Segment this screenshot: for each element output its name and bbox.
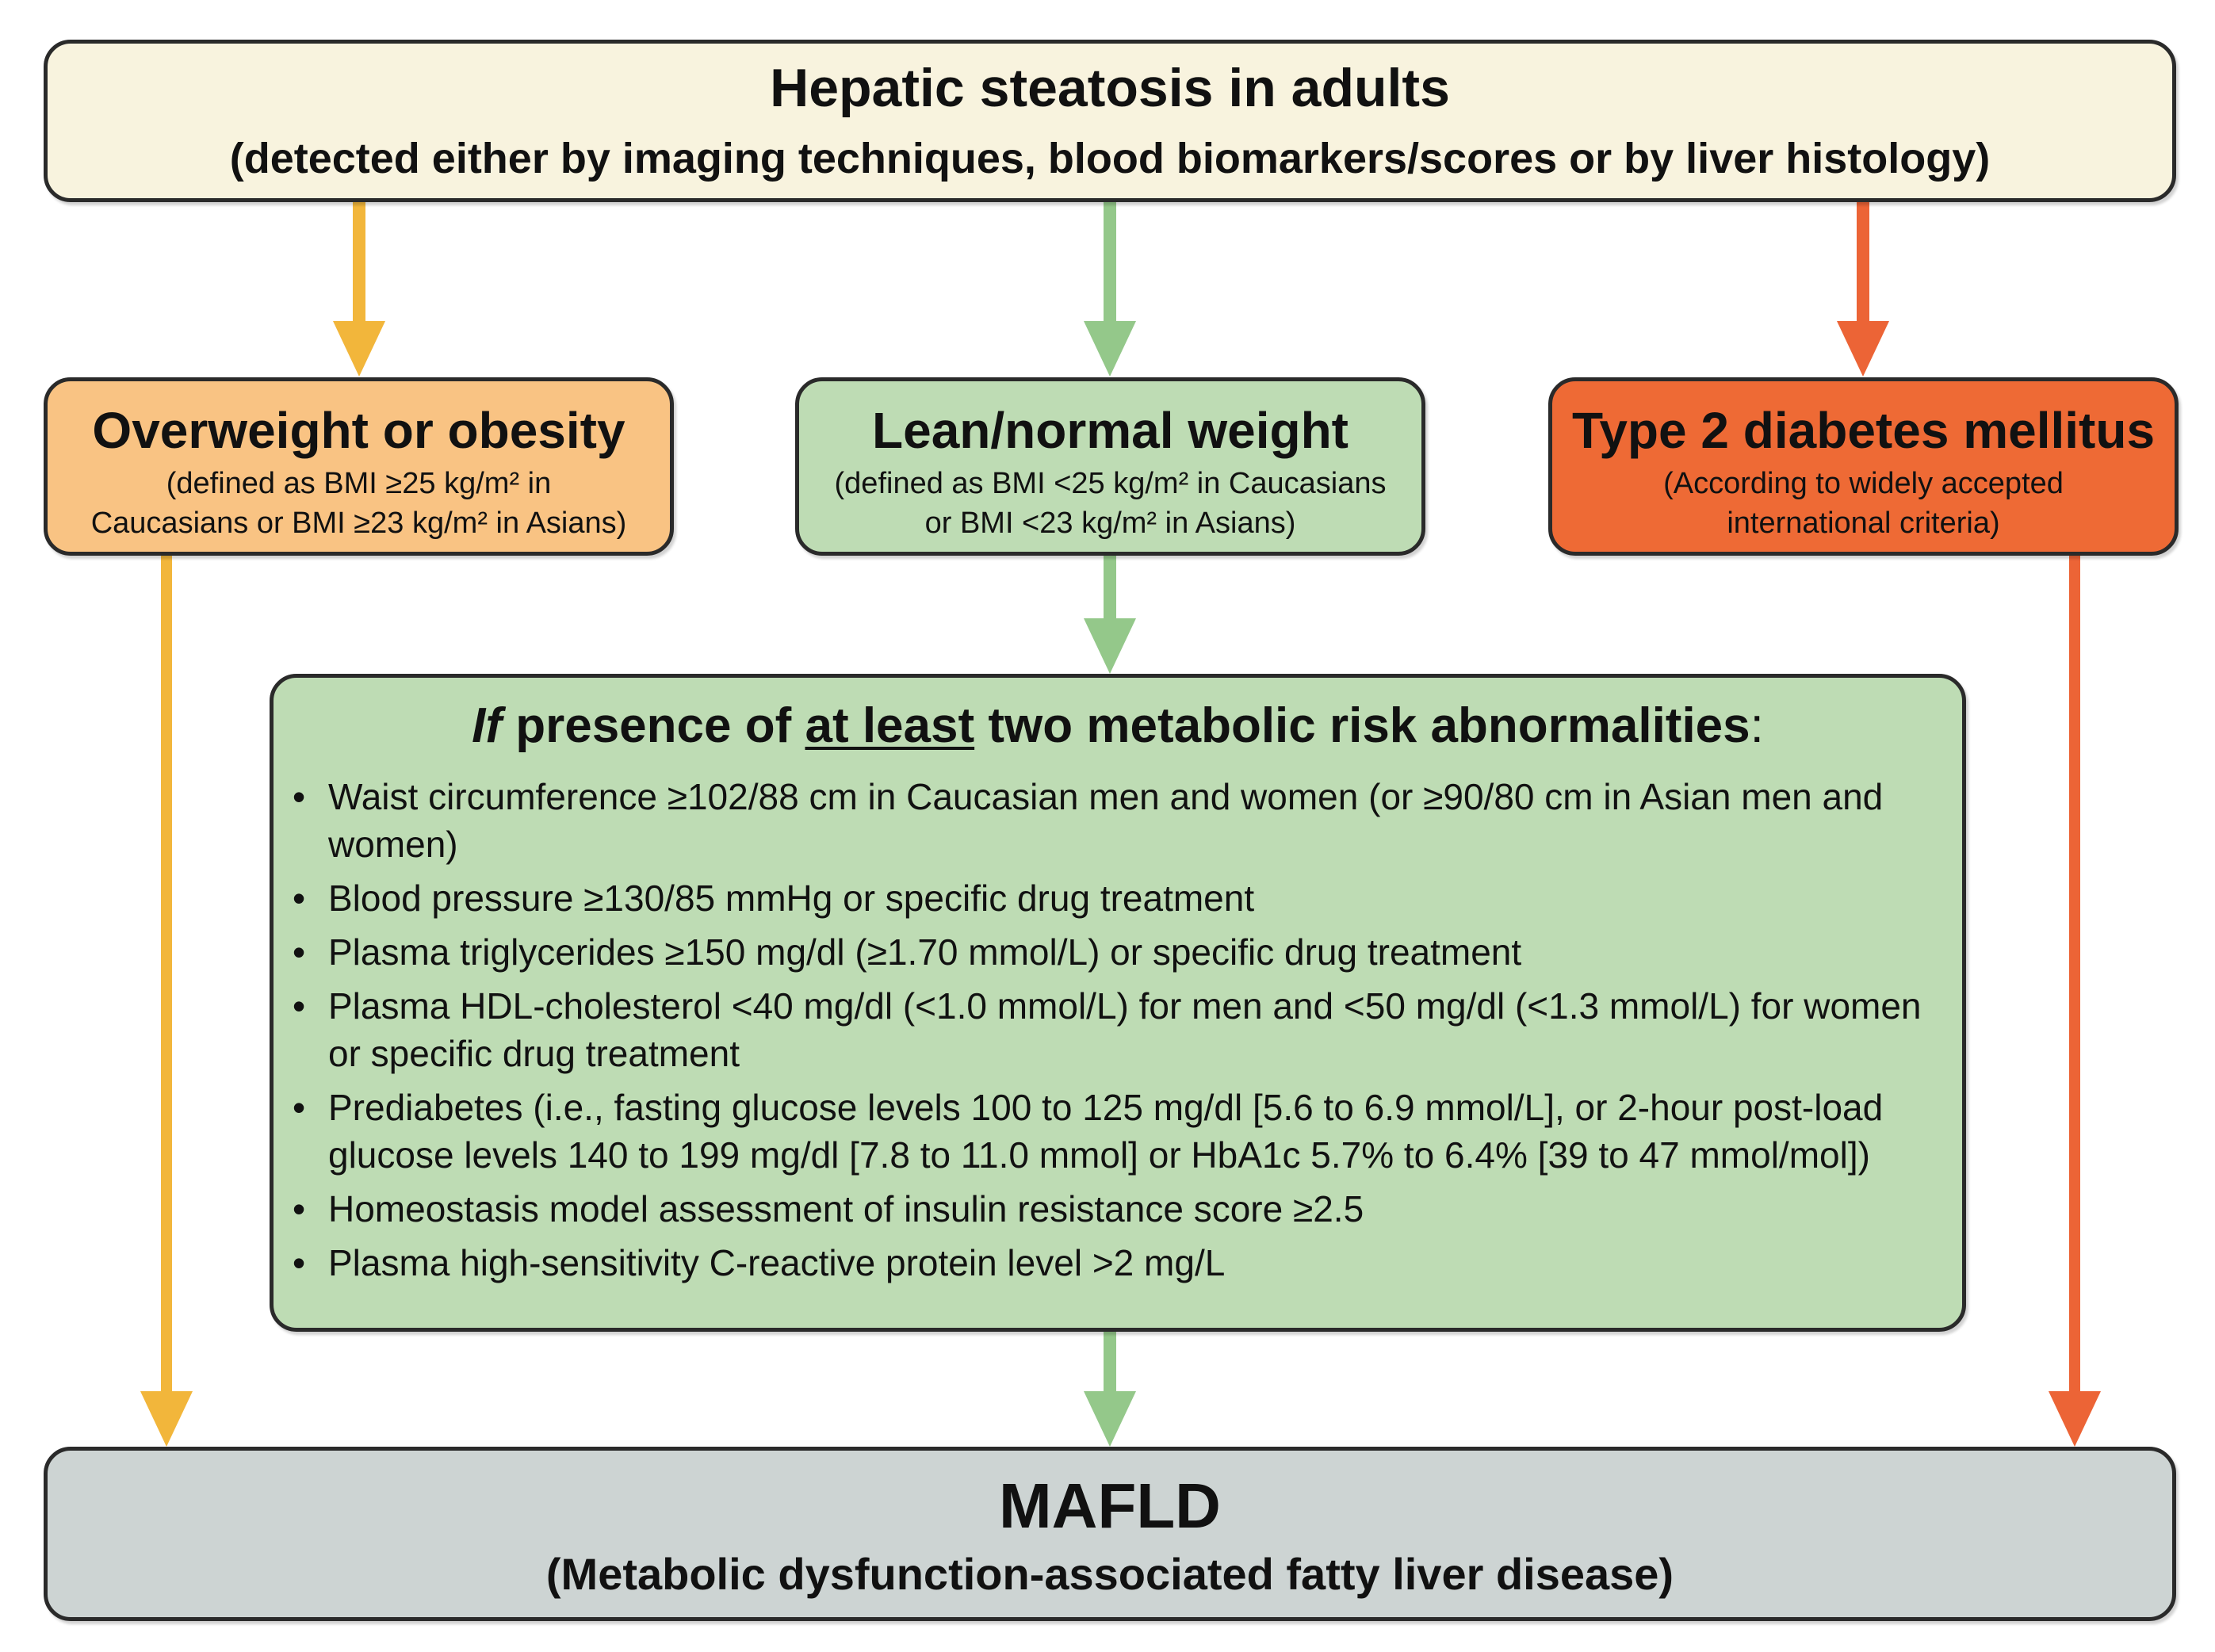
arrowhead-mafld-overweight [140, 1391, 193, 1447]
arrowhead-mafld-diabetes [2049, 1391, 2101, 1447]
criteria-item: • Plasma triglycerides ≥150 mg/dl (≥1.70 … [285, 928, 1938, 976]
metabolic-criteria-box: If presence of at least two metabolic ri… [270, 674, 1966, 1332]
arrowhead-mafld-lean [1084, 1391, 1136, 1447]
bullet-icon: • [293, 1087, 306, 1128]
diabetes-title: Type 2 diabetes mellitus [1571, 402, 2156, 459]
criteria-item: • Homeostasis model assessment of insulin… [285, 1185, 1938, 1233]
lean-normal-weight-box: Lean/normal weight (defined as BMI <25 k… [795, 377, 1425, 556]
criteria-list: • Waist circumference ≥102/88 cm in Cauca… [285, 773, 1938, 1293]
hepatic-steatosis-box: Hepatic steatosis in adults (detected ei… [44, 40, 2176, 202]
lean-title: Lean/normal weight [872, 402, 1349, 459]
arrowhead-criteria [1084, 618, 1136, 674]
overweight-definition-line2: Caucasians or BMI ≥23 kg/m² in Asians) [90, 507, 627, 540]
lean-definition-line1: (defined as BMI <25 kg/m² in Caucasians [834, 467, 1387, 500]
diabetes-definition-line2: international criteria) [1727, 507, 2000, 540]
criteria-title-at-least: at least [805, 698, 975, 753]
arrowhead-diabetes [1837, 321, 1889, 377]
bullet-icon: • [293, 931, 306, 973]
type2-diabetes-box: Type 2 diabetes mellitus (According to w… [1548, 377, 2179, 556]
mafld-box: MAFLD (Metabolic dysfunction-associated … [44, 1447, 2176, 1621]
criteria-title-mid: presence of [501, 698, 805, 753]
criteria-item: • Plasma HDL-cholesterol <40 mg/dl (<1.0 … [285, 982, 1938, 1077]
criteria-item: • Plasma high-sensitivity C-reactive prot… [285, 1239, 1938, 1287]
criteria-item-text: Plasma HDL-cholesterol <40 mg/dl (<1.0 m… [328, 985, 1922, 1074]
criteria-title-colon: : [1750, 698, 1764, 753]
overweight-definition-line1: (defined as BMI ≥25 kg/m² in [166, 467, 552, 500]
overweight-title: Overweight or obesity [92, 402, 625, 459]
criteria-item: • Waist circumference ≥102/88 cm in Cauca… [285, 773, 1938, 868]
criteria-title: If presence of at least two metabolic ri… [274, 702, 1962, 751]
mafld-title: MAFLD [999, 1470, 1221, 1541]
diabetes-definition-line1: (According to widely accepted [1663, 467, 2064, 500]
hepatic-steatosis-subtitle: (detected either by imaging techniques, … [229, 135, 1991, 182]
criteria-title-if: If [472, 698, 502, 753]
criteria-item-text: Plasma high-sensitivity C-reactive prote… [328, 1242, 1226, 1283]
overweight-definition: (defined as BMI ≥25 kg/m² in Caucasians … [63, 464, 654, 543]
arrowhead-lean [1084, 321, 1136, 377]
criteria-item-text: Plasma triglycerides ≥150 mg/dl (≥1.70 m… [328, 931, 1522, 973]
criteria-title-end: two metabolic risk abnormalities [974, 698, 1750, 753]
bullet-icon: • [293, 985, 306, 1027]
criteria-item-text: Prediabetes (i.e., fasting glucose level… [328, 1087, 1884, 1176]
arrowhead-overweight [333, 321, 385, 377]
bullet-icon: • [293, 1188, 306, 1229]
criteria-item: • Blood pressure ≥130/85 mmHg or specific… [285, 874, 1938, 922]
bullet-icon: • [293, 878, 306, 919]
diabetes-definition: (According to widely accepted internatio… [1568, 464, 2159, 543]
lean-definition-line2: or BMI <23 kg/m² in Asians) [924, 507, 1296, 540]
criteria-item-text: Blood pressure ≥130/85 mmHg or specific … [328, 878, 1255, 919]
mafld-subtitle: (Metabolic dysfunction-associated fatty … [545, 1549, 1674, 1599]
hepatic-steatosis-title: Hepatic steatosis in adults [770, 58, 1450, 118]
lean-definition: (defined as BMI <25 kg/m² in Caucasians … [815, 464, 1406, 543]
bullet-icon: • [293, 1242, 306, 1283]
overweight-obesity-box: Overweight or obesity (defined as BMI ≥2… [44, 377, 674, 556]
criteria-item: • Prediabetes (i.e., fasting glucose leve… [285, 1084, 1938, 1179]
criteria-item-text: Homeostasis model assessment of insulin … [328, 1188, 1364, 1229]
criteria-item-text: Waist circumference ≥102/88 cm in Caucas… [328, 776, 1884, 865]
bullet-icon: • [293, 776, 306, 817]
